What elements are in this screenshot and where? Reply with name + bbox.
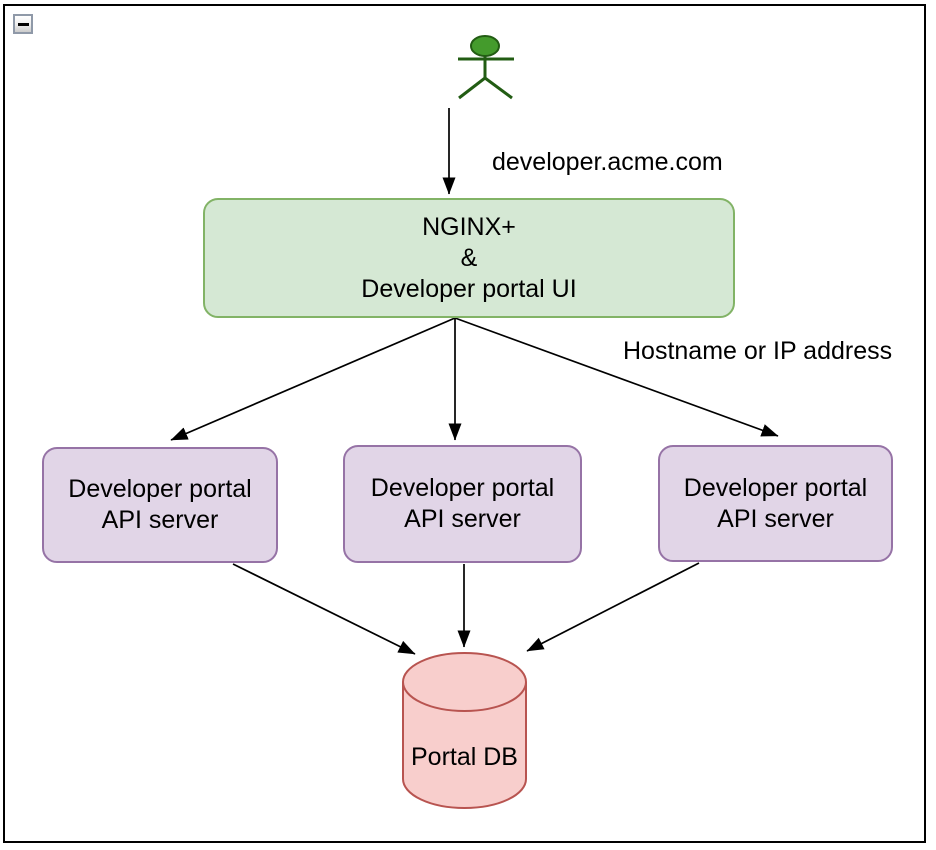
- nginx-node-line-1: NGINX+: [422, 212, 516, 241]
- nginx-node-line-2: &: [460, 243, 478, 272]
- edge-nginx-to-api-server-1: [170, 317, 456, 441]
- node-portal-db-label: Portal DB: [411, 743, 518, 771]
- edge-api-server-1-to-db: [232, 563, 416, 655]
- node-nginx-portal-ui: NGINX+ & Developer portal UI: [203, 198, 735, 318]
- edge-nginx-to-api-server-3: [454, 317, 779, 437]
- edge-api-server-3-to-db: [526, 562, 700, 652]
- node-api-server-1: Developer portal API server: [42, 447, 278, 563]
- edge-label-developer-acme-com: developer.acme.com: [492, 148, 723, 176]
- collapse-minus-icon: [17, 22, 29, 26]
- node-api-server-2: Developer portal API server: [343, 445, 582, 563]
- collapse-toggle-button[interactable]: [13, 14, 33, 34]
- node-portal-db: [402, 652, 527, 809]
- edge-label-hostname-or-ip: Hostname or IP address: [623, 337, 893, 365]
- user-actor-icon: [458, 35, 514, 100]
- node-api-server-3: Developer portal API server: [658, 445, 893, 562]
- nginx-node-line-3: Developer portal UI: [361, 274, 577, 303]
